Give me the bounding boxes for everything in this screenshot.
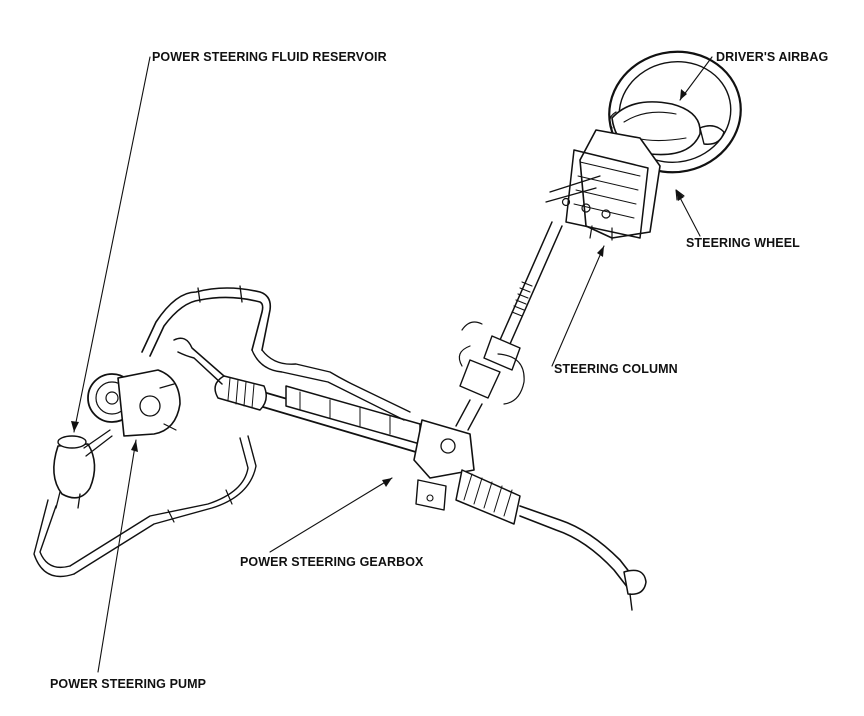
steering-column bbox=[545, 129, 661, 241]
label-drivers-airbag: DRIVER'S AIRBAG bbox=[716, 50, 829, 64]
label-power-steering-pump: POWER STEERING PUMP bbox=[50, 677, 207, 691]
power-steering-pump bbox=[87, 369, 181, 437]
label-steering-column: STEERING COLUMN bbox=[554, 362, 678, 376]
power-steering-fluid-reservoir bbox=[53, 429, 113, 509]
label-power-steering-gearbox: POWER STEERING GEARBOX bbox=[240, 555, 424, 569]
power-steering-hoses bbox=[33, 285, 411, 578]
power-steering-gearbox bbox=[173, 337, 647, 611]
label-steering-wheel: STEERING WHEEL bbox=[686, 236, 800, 250]
label-power-steering-fluid-reservoir: POWER STEERING FLUID RESERVOIR bbox=[152, 50, 387, 64]
intermediate-shaft bbox=[455, 221, 563, 431]
leader-lines bbox=[71, 56, 713, 673]
steering-wheel bbox=[608, 50, 742, 174]
